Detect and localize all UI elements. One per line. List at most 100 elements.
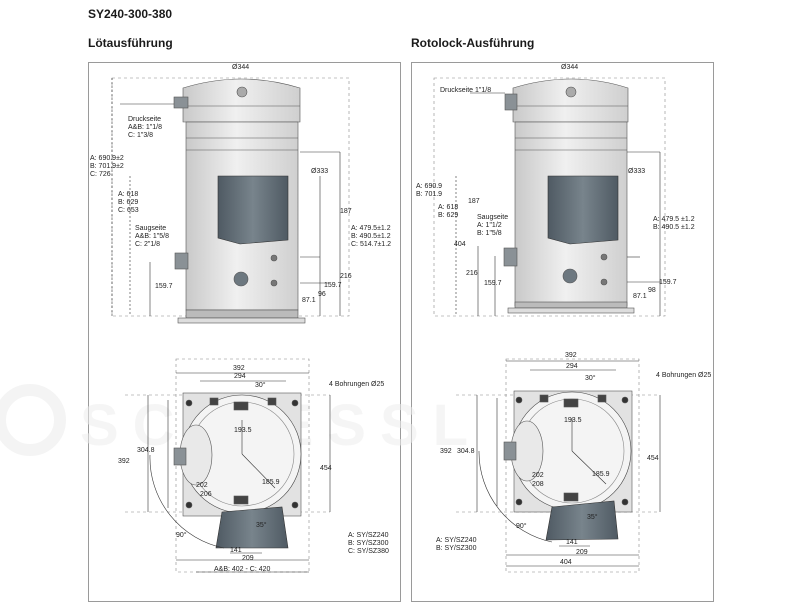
left-top-206: 206 <box>200 491 212 498</box>
right-top-141: 141 <box>566 539 578 546</box>
right-dia-344: Ø344 <box>561 64 578 71</box>
right-top-193: 193.5 <box>564 417 582 424</box>
right-bore-2 <box>621 396 629 404</box>
left-top-141: 141 <box>230 547 242 554</box>
right-side-view <box>433 77 666 317</box>
left-bore-1 <box>185 399 193 407</box>
right-dim-98: 98 <box>648 287 656 294</box>
right-dim-404: 404 <box>454 241 466 248</box>
left-top-294: 294 <box>234 373 246 380</box>
right-top-202: 202 <box>532 472 544 479</box>
left-side-outline <box>111 77 350 317</box>
left-dim-96: 96 <box>318 291 326 298</box>
left-side-view <box>111 77 350 324</box>
left-dim-159-right: 159.7 <box>324 282 342 289</box>
left-top-392: 392 <box>233 365 245 372</box>
right-top-90: 90° <box>516 522 527 530</box>
right-dia-333: Ø333 <box>628 168 645 175</box>
left-druckseite-ab: A&B: 1"1/8 <box>128 124 162 131</box>
right-suction-a: A: 618 <box>438 204 458 211</box>
left-dim-187: 187 <box>340 208 352 215</box>
right-lifting-eye <box>565 86 577 98</box>
left-height-b: B: 701.9±2 <box>90 163 124 170</box>
right-top-208: 208 <box>532 481 544 488</box>
right-top-294: 294 <box>566 363 578 370</box>
right-top-30: 30° <box>585 374 596 382</box>
right-top-bores: 4 Bohrungen Ø25 <box>656 372 711 379</box>
left-top-view <box>125 358 331 573</box>
right-height-b: B: 701.9 <box>416 191 442 198</box>
left-lifting-eye <box>236 86 248 98</box>
left-bore-2 <box>291 399 299 407</box>
left-height-c: C: 726 <box>90 171 111 178</box>
right-bore-4 <box>621 498 629 506</box>
left-discharge-pipe <box>173 96 189 109</box>
left-base <box>185 309 299 319</box>
heading-loet: Lötausführung <box>88 36 173 50</box>
right-druckseite: Druckseite 1"1/8 <box>440 87 491 94</box>
right-terminal-box <box>547 175 619 245</box>
heading-rotolock: Rotolock-Ausführung <box>411 36 535 50</box>
left-suction-pipe <box>174 252 189 270</box>
left-suction-a: A: 618 <box>118 191 138 198</box>
left-suction-b: B: 629 <box>118 199 138 206</box>
left-dim-159-left: 159.7 <box>155 283 173 290</box>
left-top-304: 304.8 <box>137 447 155 454</box>
left-legend-a: A: SY/SZ240 <box>348 532 389 539</box>
right-base <box>514 301 628 309</box>
right-dim-187: 187 <box>468 198 480 205</box>
right-legend-b: B: SY/SZ300 <box>436 545 477 552</box>
left-top-35: 35° <box>256 521 267 529</box>
left-top-bores: 4 Bohrungen Ø25 <box>329 381 384 388</box>
left-dia-333: Ø333 <box>311 168 328 175</box>
right-saugseite: Saugseite <box>477 214 508 221</box>
left-top-209: 209 <box>242 555 254 562</box>
right-dim-159-left: 159.7 <box>484 280 502 287</box>
left-dim-490: B: 490.5±1.2 <box>351 233 391 240</box>
left-saugseite-ab: A&B: 1"5/8 <box>135 233 169 240</box>
left-saugseite: Saugseite <box>135 225 166 232</box>
left-druckseite: Druckseite <box>128 116 161 123</box>
right-sight-glass <box>562 268 578 284</box>
right-top-labels: 392 294 30° 4 Bohrungen Ø25 193.5 392 30… <box>436 352 711 566</box>
left-legend-c: C: SY/SZ380 <box>348 548 389 555</box>
right-top-454: 454 <box>647 455 659 462</box>
right-saugseite-a: A: 1"1/2 <box>477 222 502 229</box>
left-top-terminal <box>215 506 289 549</box>
left-top-202: 202 <box>196 482 208 489</box>
left-bore-3 <box>185 501 193 509</box>
left-suction-c: C: 653 <box>118 207 139 214</box>
left-legend-b: B: SY/SZ300 <box>348 540 389 547</box>
left-terminal-box <box>217 175 289 245</box>
right-saugseite-b: B: 1"5/8 <box>477 230 502 237</box>
left-top-185: 185.9 <box>262 479 280 486</box>
left-top-30: 30° <box>255 381 266 389</box>
right-top-185: 185.9 <box>592 471 610 478</box>
right-dome <box>512 78 629 123</box>
left-top-labels: 392 294 30° 4 Bohrungen Ø25 193.5 392 30… <box>118 365 389 573</box>
right-bore-3 <box>515 498 523 506</box>
right-dim-87: 87.1 <box>633 293 647 300</box>
left-top-bottom: A&B: 402 - C: 420 <box>214 566 271 573</box>
right-top-392: 392 <box>565 352 577 359</box>
left-dim-479: A: 479.5±1.2 <box>351 225 391 232</box>
left-saugseite-c: C: 2"1/8 <box>135 241 160 248</box>
right-dim-216: 216 <box>466 270 478 277</box>
left-top-392-left: 392 <box>118 458 130 465</box>
right-top-35: 35° <box>587 513 598 521</box>
right-dim-490: B: 490.5 ±1.2 <box>653 224 695 231</box>
right-suction-b: B: 629 <box>438 212 458 219</box>
right-top-suction <box>503 441 517 461</box>
right-top-view <box>456 358 661 573</box>
left-top-454: 454 <box>320 465 332 472</box>
left-dim-87: 87.1 <box>302 297 316 304</box>
left-dim-216: 216 <box>340 273 352 280</box>
left-dim-514: C: 514.7±1.2 <box>351 241 391 248</box>
left-top-suction <box>173 447 187 466</box>
left-bore-4 <box>291 501 299 509</box>
right-side-labels: Ø344 Ø333 Druckseite 1"1/8 A: 690.9 B: 7… <box>416 64 695 300</box>
left-dome <box>182 78 301 123</box>
right-top-392-left: 392 <box>440 448 452 455</box>
right-top-404: 404 <box>560 559 572 566</box>
